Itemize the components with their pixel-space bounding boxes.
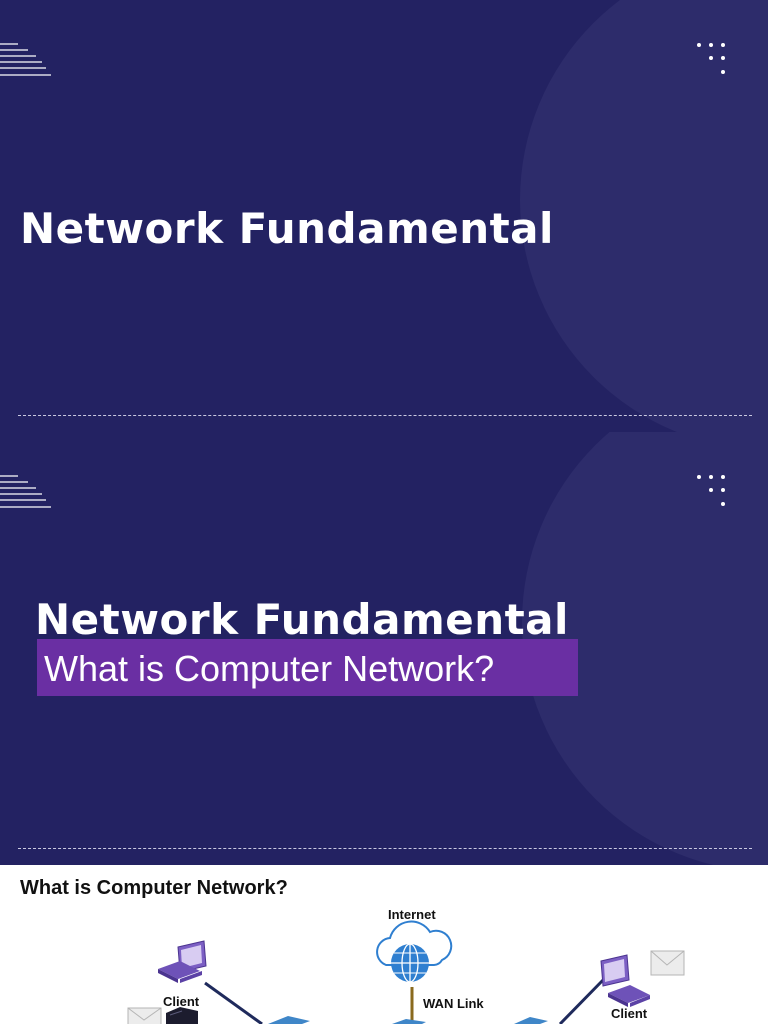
- dots-decoration-icon: [697, 475, 725, 506]
- internet-label: Internet: [388, 907, 436, 922]
- network-diagram: [127, 920, 685, 1024]
- client-label: Client: [163, 994, 200, 1009]
- slide-title: Network Fundamental: [35, 595, 569, 644]
- email-icon: [127, 1007, 162, 1024]
- title-slide: Network Fundamental: [0, 0, 768, 432]
- background-circle: [520, 0, 768, 432]
- dots-decoration-icon: [697, 43, 725, 74]
- email-icon: [650, 950, 685, 976]
- cloud-globe-icon: [376, 920, 453, 983]
- page-heading: What is Computer Network?: [20, 877, 288, 899]
- link-line-left: [204, 981, 263, 1024]
- switch-icon: [392, 1019, 426, 1024]
- stripes-decoration-icon: [0, 475, 51, 508]
- stripes-decoration-icon: [0, 43, 51, 76]
- switch-icon: [268, 1016, 310, 1024]
- computer-icon: [600, 954, 650, 1007]
- link-line-right: [558, 976, 607, 1024]
- server-icon: [166, 1007, 198, 1024]
- client-label: Client: [611, 1006, 648, 1021]
- wan-link-label: WAN Link: [423, 996, 484, 1011]
- section-slide: Network Fundamental What is Computer Net…: [0, 432, 768, 865]
- computer-icon: [158, 940, 207, 983]
- slide-divider: [18, 415, 752, 416]
- slide-divider: [18, 848, 752, 849]
- subtitle-highlight: What is Computer Network?: [37, 639, 578, 696]
- switch-icon: [514, 1017, 548, 1024]
- content-page: What is Computer Network? Internet WAN L…: [0, 865, 768, 1024]
- slide-subtitle: What is Computer Network?: [44, 648, 495, 689]
- slide-title: Network Fundamental: [20, 204, 554, 253]
